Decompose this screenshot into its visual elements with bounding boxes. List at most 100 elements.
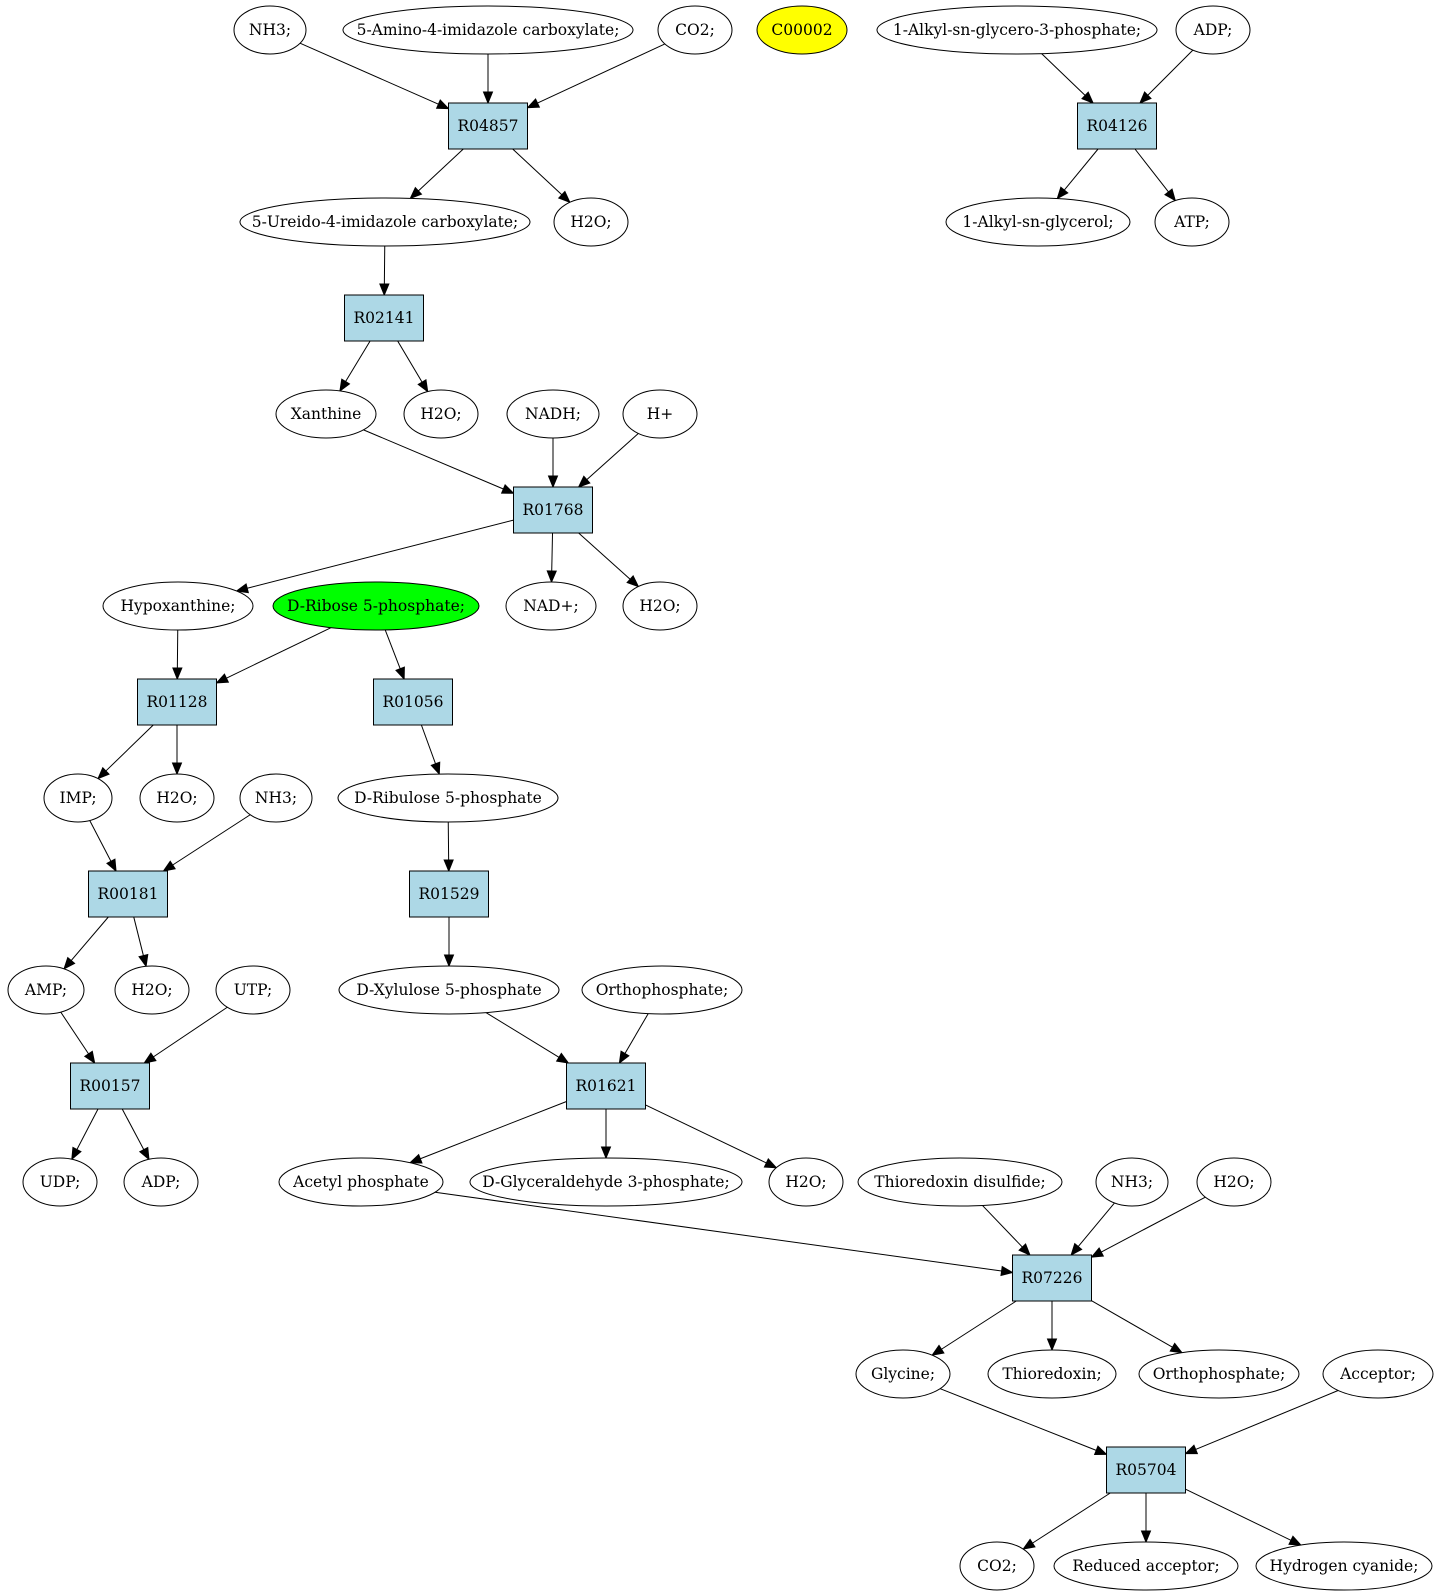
compound-node-xanthine[interactable]: Xanthine [275,389,377,439]
edge-R01768-to-h2o_3 [578,532,640,588]
reaction-node-R02141[interactable]: R02141 [344,294,424,342]
compound-node-h2o_4[interactable]: H2O; [139,773,215,823]
compound-node-hcn[interactable]: Hydrogen cyanide; [1255,1541,1433,1591]
compound-node-ureido[interactable]: 5-Ureido-4-imidazole carboxylate; [239,197,531,247]
compound-node-nadh[interactable]: NADH; [506,389,600,439]
compound-node-adp_1[interactable]: ADP; [1175,5,1251,55]
reaction-node-R01056[interactable]: R01056 [373,678,453,726]
compound-node-nh3_1[interactable]: NH3; [233,5,307,55]
compound-node-orthophos_1[interactable]: Orthophosphate; [581,965,743,1015]
edge-R01128-to-imp [97,724,154,780]
compound-node-nh3_2[interactable]: NH3; [239,773,313,823]
compound-node-h2o_5[interactable]: H2O; [114,965,190,1015]
node-label: C00002 [771,21,832,39]
compound-node-adp_2[interactable]: ADP; [123,1157,199,1207]
compound-node-acceptor[interactable]: Acceptor; [1322,1349,1434,1399]
compound-node-amino_imid[interactable]: 5-Amino-4-imidazole carboxylate; [342,5,634,55]
arrowhead-icon [526,98,541,109]
edge-R02141-to-xanthine [339,340,371,393]
edge-line [345,340,371,382]
compound-node-imp[interactable]: IMP; [43,773,113,823]
compound-node-acetylp[interactable]: Acetyl phosphate [278,1157,444,1207]
compound-ellipse [1138,1349,1300,1399]
node-label: ATP; [1173,213,1210,231]
compound-node-ribose5p[interactable]: D-Ribose 5-phosphate; [272,581,480,631]
reaction-node-R01128[interactable]: R01128 [137,678,217,726]
arrowhead-icon [1081,91,1094,104]
arrowhead-icon [482,91,494,105]
edge-line [1041,53,1086,96]
compound-node-thioredoxin[interactable]: Thioredoxin; [987,1349,1117,1399]
reaction-node-R00181[interactable]: R00181 [88,870,168,918]
compound-node-alkyl_g[interactable]: 1-Alkyl-sn-glycerol; [945,197,1131,247]
compound-node-udp[interactable]: UDP; [22,1157,98,1207]
compound-node-h2o_3[interactable]: H2O; [622,581,698,631]
compound-ellipse [505,581,597,631]
arrowhead-icon [557,190,571,204]
compound-node-g3p[interactable]: D-Glyceraldehyde 3-phosphate; [469,1157,743,1207]
compound-node-h2o_1[interactable]: H2O; [553,197,629,247]
node-label: R04857 [458,117,519,135]
edge-R02141-to-h2o_2 [397,340,429,393]
node-label: ADP; [1193,21,1233,39]
edge-line [247,519,514,589]
compound-node-co2_2[interactable]: CO2; [959,1541,1035,1591]
compound-node-reduced_acc[interactable]: Reduced acceptor; [1053,1541,1239,1591]
compound-node-nadplus[interactable]: NAD+; [505,581,597,631]
compound-node-glycine[interactable]: Glycine; [855,1349,951,1399]
node-label: Reduced acceptor; [1072,1557,1219,1575]
compound-node-alkyl_gp[interactable]: 1-Alkyl-sn-glycero-3-phosphate; [876,5,1158,55]
node-label: R02141 [354,309,415,327]
arrowhead-icon [931,1344,945,1356]
compound-node-h2o_7[interactable]: H2O; [1196,1157,1272,1207]
node-label: R00181 [98,885,159,903]
compound-node-ribulose5p[interactable]: D-Ribulose 5-phosphate [337,773,559,823]
arrowhead-icon [443,859,454,873]
edge-line [485,1012,560,1058]
compound-node-h2o_2[interactable]: H2O; [403,389,479,439]
node-label: H2O; [1213,1173,1254,1191]
edge-line [578,532,631,580]
compound-node-atp_1[interactable]: ATP; [1154,197,1230,247]
reaction-node-R00157[interactable]: R00157 [70,1062,150,1110]
node-label: H2O; [785,1173,826,1191]
edge-line [435,1191,1002,1272]
edge-line [1185,1488,1292,1541]
edge-R04126-to-alkyl_g [1056,148,1099,200]
compound-node-nh3_3[interactable]: NH3; [1095,1157,1169,1207]
arrowhead-icon [1140,1530,1152,1544]
compound-ellipse [959,1541,1035,1591]
reaction-node-R05704[interactable]: R05704 [1106,1446,1186,1494]
reaction-node-R01768[interactable]: R01768 [513,486,593,534]
compound-node-orthophos_2[interactable]: Orthophosphate; [1138,1349,1300,1399]
edge-line [60,1011,89,1055]
reaction-node-R04857[interactable]: R04857 [448,102,528,150]
compound-node-h2o_6[interactable]: H2O; [768,1157,844,1207]
compound-node-c00002[interactable]: C00002 [756,5,848,55]
arrowhead-icon [1046,1338,1058,1352]
compound-node-co2_1[interactable]: CO2; [657,5,733,55]
compound-ellipse [43,773,113,823]
edge-R00157-to-adp_2 [121,1108,150,1161]
compound-node-hplus[interactable]: H+ [622,389,698,439]
node-label: H2O; [570,213,611,231]
compound-node-amp[interactable]: AMP; [7,965,85,1015]
edge-line [1147,49,1194,96]
edge-R01621-to-g3p [600,1109,612,1160]
edge-R04857-to-ureido [409,148,464,200]
compound-node-xylulose5p[interactable]: D-Xylulose 5-phosphate [338,965,560,1015]
reaction-node-R01529[interactable]: R01529 [409,870,489,918]
compound-ellipse [22,1157,98,1207]
compound-node-utp[interactable]: UTP; [215,965,291,1015]
node-label: 1-Alkyl-sn-glycerol; [962,213,1113,231]
compound-node-thiored_dis[interactable]: Thioredoxin disulfide; [857,1157,1063,1207]
arrowhead-icon [763,1158,778,1169]
reaction-node-R01621[interactable]: R01621 [566,1062,646,1110]
reaction-node-R04126[interactable]: R04126 [1077,102,1157,150]
arrowhead-icon [1139,91,1152,104]
reaction-node-R07226[interactable]: R07226 [1012,1254,1092,1302]
compound-node-hypoxanthine[interactable]: Hypoxanthine; [102,581,254,631]
edge-line [1091,1300,1173,1348]
arrowhead-icon [1184,1444,1199,1455]
node-label: R01056 [383,693,444,711]
